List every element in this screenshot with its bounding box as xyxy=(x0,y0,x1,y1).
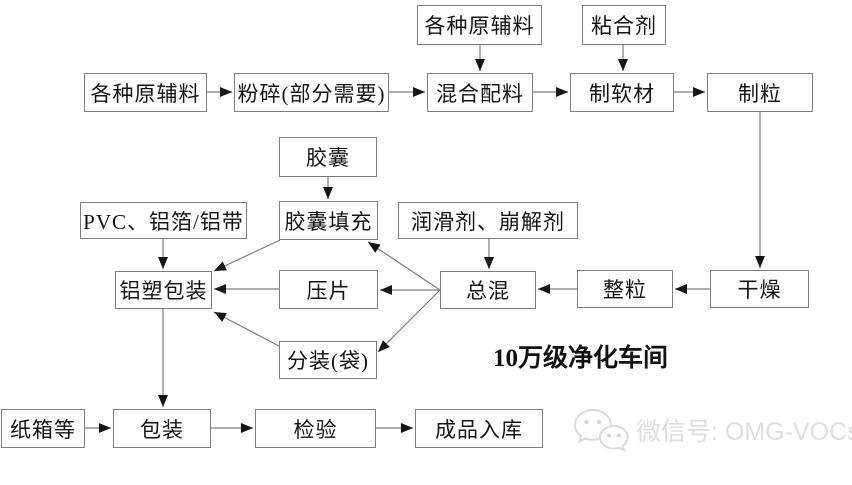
edge-capfill-to-blister xyxy=(213,239,281,272)
node-crush: 粉碎(部分需要) xyxy=(234,73,389,112)
watermark: 微信号: OMG-VOCs xyxy=(572,406,852,454)
node-carton: 纸箱等 xyxy=(1,409,85,448)
edge-totalmix-to-bagfill xyxy=(377,289,441,353)
node-granulation: 制粒 xyxy=(707,73,813,112)
node-mixing: 混合配料 xyxy=(427,73,533,112)
node-tabletting: 压片 xyxy=(279,270,378,309)
node-bag-filling: 分装(袋) xyxy=(279,341,377,379)
node-pvc-foil: PVC、铝箔/铝带 xyxy=(80,202,247,239)
watermark-text: 微信号: OMG-VOCs xyxy=(636,418,852,446)
flow-arrows xyxy=(85,45,765,433)
node-warehousing: 成品入库 xyxy=(415,409,543,448)
node-raw-materials-1: 各种原辅料 xyxy=(84,73,207,112)
node-lubricant-disintegrant: 润滑剂、崩解剂 xyxy=(398,202,578,239)
node-drying: 干燥 xyxy=(710,270,809,308)
node-capsule: 胶囊 xyxy=(279,137,377,177)
node-packaging: 包装 xyxy=(113,409,211,448)
node-capsule-filling: 胶囊填充 xyxy=(279,201,378,240)
clean-room-note: 10万级净化车间 xyxy=(492,345,668,372)
node-total-mixing: 总混 xyxy=(440,271,536,309)
node-blister-packaging: 铝塑包装 xyxy=(115,271,212,309)
node-raw-materials-2: 各种原辅料 xyxy=(417,5,542,45)
wechat-icon xyxy=(572,406,630,454)
node-inspection: 检验 xyxy=(255,409,376,448)
node-granule-sizing: 整粒 xyxy=(577,270,673,308)
edge-totalmix-to-capfill xyxy=(367,241,441,291)
node-binder: 粘合剂 xyxy=(582,5,666,45)
edge-bagfill-to-blister xyxy=(213,311,280,347)
node-soft-material: 制软材 xyxy=(570,73,674,112)
